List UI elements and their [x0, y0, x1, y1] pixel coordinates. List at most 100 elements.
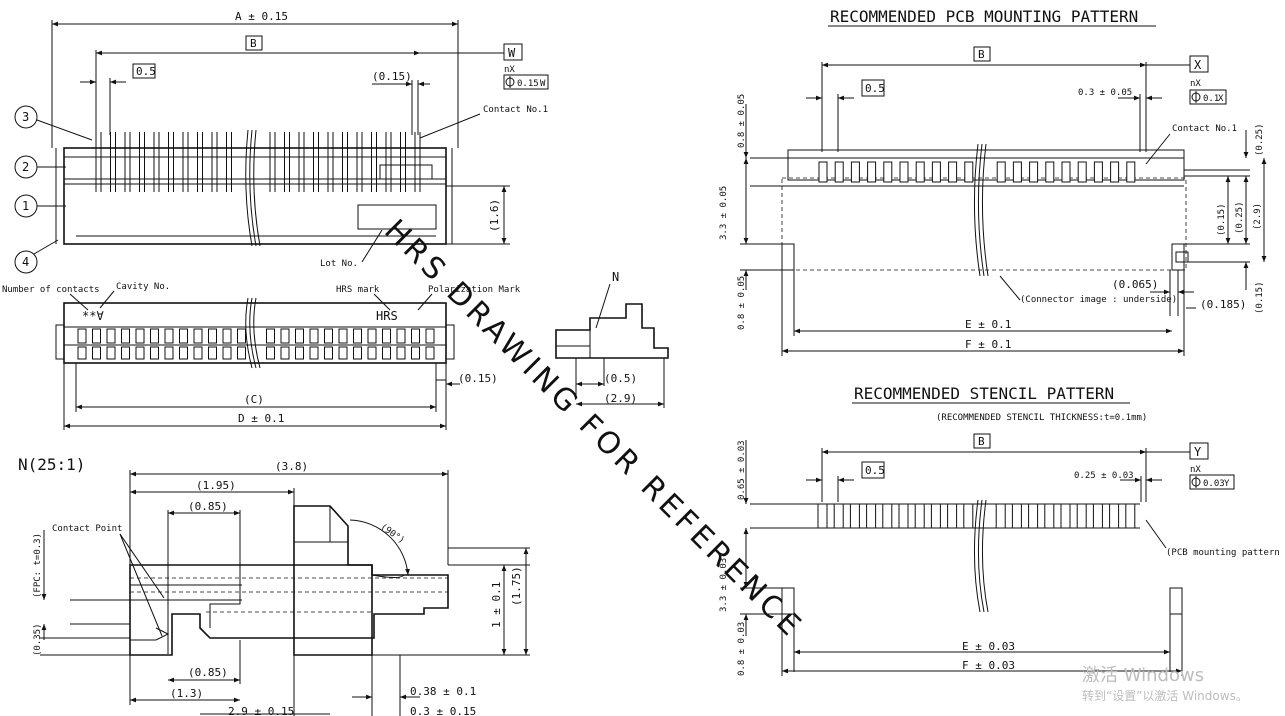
svg-text:nX: nX [1190, 79, 1201, 89]
svg-text:1: 1 [22, 199, 29, 213]
stencil-pad [1028, 503, 1039, 529]
dim-st-e: E ± 0.03 [962, 640, 1015, 653]
pcb-pad [1126, 161, 1136, 183]
stencil-pattern: RECOMMENDED STENCIL PATTERN (RECOMMENDED… [719, 384, 1285, 676]
pcb-pattern: RECOMMENDED PCB MOUNTING PATTERN B X nX … [719, 7, 1267, 356]
stencil-pad [1109, 503, 1120, 529]
pcb-pad [1093, 161, 1103, 183]
dim-pcb-08a: 0.8 ± 0.05 [737, 94, 747, 148]
stencil-pad [947, 503, 958, 529]
view-n-label: N [612, 270, 619, 284]
stencil-note: (RECOMMENDED STENCIL THICKNESS:t=0.1mm) [936, 413, 1147, 423]
pcb-pad [1077, 161, 1087, 183]
stencil-pad [963, 503, 974, 529]
front-contact [193, 328, 203, 344]
dim-pcb-29: (2.9) [1253, 203, 1263, 230]
front-contact [92, 328, 101, 344]
pcb-title: RECOMMENDED PCB MOUNTING PATTERN [830, 7, 1138, 26]
pcb-pad [899, 161, 909, 183]
dim-035: (0.35) [33, 623, 43, 656]
pcb-pad [850, 161, 860, 183]
label-contact-no1: Contact No.1 [483, 105, 548, 115]
stencil-pad [898, 503, 909, 529]
pcb-pad [1061, 161, 1071, 183]
dim-29: (2.9) [604, 392, 637, 405]
stencil-pad [1076, 503, 1087, 529]
front-contact [237, 328, 246, 344]
pcb-pad [964, 161, 974, 183]
dim-a: A ± 0.15 [235, 10, 288, 23]
label-lot-no: Lot No. [320, 259, 358, 269]
dim-085: (0.85) [188, 500, 228, 513]
stencil-pad [1092, 503, 1103, 529]
stencil-pad [914, 503, 925, 529]
stencil-pad [866, 503, 877, 529]
svg-text:2: 2 [22, 160, 29, 174]
svg-text:Y: Y [1224, 479, 1230, 489]
pcb-pads [818, 161, 1136, 183]
front-contact [77, 328, 87, 344]
dim-side015: (0.15) [458, 372, 498, 385]
front-contact [338, 328, 348, 344]
svg-text:W: W [540, 79, 546, 89]
label-contact-point: Contact Point [52, 524, 122, 534]
pcb-pad [1045, 161, 1055, 183]
front-contact [121, 328, 130, 344]
stencil-pad [833, 503, 844, 529]
dim-pitch: 0.5 [136, 65, 156, 78]
stencil-pad [817, 503, 828, 529]
dim-c: (C) [244, 393, 264, 406]
dim-16: (1.6) [488, 199, 501, 232]
dim-pcb-f: F ± 0.1 [965, 338, 1011, 351]
pcb-pad [867, 161, 877, 183]
pcb-pad [996, 161, 1006, 183]
dim-pcb-015b: (0.15) [1255, 281, 1265, 314]
front-contacts [77, 328, 435, 360]
front-contact [106, 328, 116, 344]
dim-d: D ± 0.1 [238, 412, 284, 425]
lot-box [357, 204, 437, 230]
frame-w: W [508, 46, 516, 60]
dim-085b: (0.85) [188, 666, 228, 679]
front-contact [295, 328, 304, 344]
pcb-pad [948, 161, 958, 183]
stencil-pad [1011, 503, 1022, 529]
stencil-pads [817, 503, 1136, 529]
label-hrs-mark: HRS mark [336, 285, 380, 295]
front-contact [309, 328, 319, 344]
windows-activation-title: 激活 Windows [1082, 665, 1205, 686]
dim-015: (0.15) [372, 70, 412, 83]
stencil-fix-pad-left [781, 587, 795, 615]
label-contact-no1-pcb: Contact No.1 [1172, 124, 1237, 134]
pcb-pad [818, 161, 828, 183]
callout-4 [14, 250, 38, 274]
tol-y: 0.03 [1203, 479, 1225, 489]
callout-3 [14, 105, 38, 129]
dim-pcb-025b: (0.25) [1235, 201, 1245, 234]
svg-text:nX: nX [1190, 465, 1201, 475]
pcb-pad [834, 161, 844, 183]
front-contact [135, 328, 145, 344]
dim-st-025: 0.25 ± 0.03 [1074, 471, 1134, 481]
label-angle: (90°) [378, 522, 406, 546]
side-view: N (0.5) (2.9) [555, 270, 669, 408]
front-contact [266, 328, 275, 344]
frame-x: X [1194, 58, 1202, 72]
svg-text:3: 3 [22, 110, 29, 124]
dim-175: (1.75) [510, 566, 523, 606]
label-polarization-mark: Polarization Mark [428, 285, 521, 295]
front-view: Number of contacts Cavity No. HRS mark P… [2, 282, 521, 430]
windows-activation-hint: 转到“设置”以激活 Windows。 [1082, 689, 1248, 703]
front-contact [324, 328, 333, 344]
front-contact [353, 328, 362, 344]
detail-view: N(25:1) (3.8) (1.95) (0.85) Contact Poin… [18, 455, 530, 716]
front-contact [222, 328, 232, 344]
front-contact [425, 328, 435, 344]
pcb-pad [1110, 161, 1120, 183]
dim-pcb-03: 0.3 ± 0.05 [1078, 88, 1132, 98]
dim-05b: (0.5) [604, 372, 637, 385]
dim-29b: 2.9 ± 0.15 [228, 705, 294, 716]
detail-title: N(25:1) [18, 455, 85, 474]
dim-038: 0.38 ± 0.1 [410, 685, 476, 698]
tol-w: 0.15 [517, 79, 539, 89]
